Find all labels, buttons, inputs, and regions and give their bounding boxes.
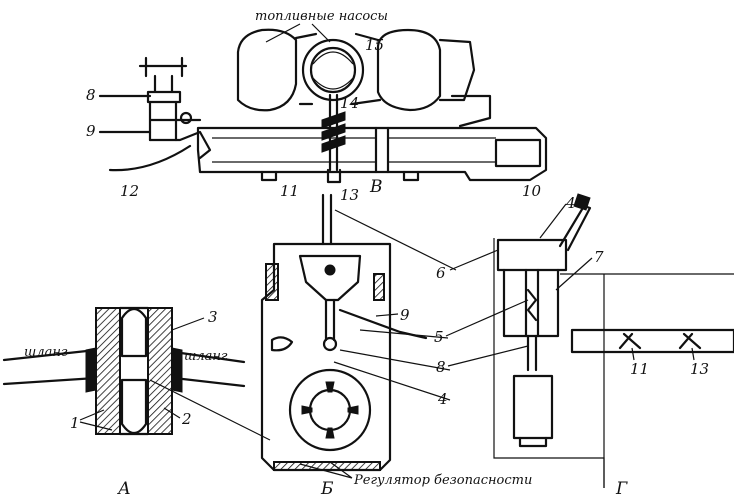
label-15: 15 [365, 36, 384, 54]
view-label-g: Г [615, 479, 628, 499]
left-pump-housing [236, 28, 298, 112]
label-7: 7 [594, 248, 604, 266]
actuator-handle [558, 204, 592, 252]
caption-shaft-left: шланг [24, 345, 68, 360]
shaft-right [172, 350, 246, 388]
caption-regulator: Регулятор безопасности [353, 473, 532, 488]
caption-fuel-pumps: топливные насосы [255, 9, 388, 24]
view-label-a: А [117, 479, 131, 499]
label-12: 12 [120, 182, 139, 200]
view-v-fuel-pumps: топливные насосы 15 14 13 В 10 11 12 8 9 [86, 9, 548, 204]
right-rail [570, 328, 734, 354]
pump-side-block [438, 38, 476, 102]
label-5: 5 [434, 328, 444, 346]
coupling-left-wall [95, 307, 121, 435]
rail-feet [260, 170, 420, 182]
label-11-right: 11 [630, 360, 649, 378]
label-8-center: 8 [436, 358, 446, 376]
frame-outline-right [560, 273, 734, 488]
label-9-top: 9 [86, 122, 96, 140]
label-1: 1 [70, 414, 80, 432]
rotor-disk [288, 368, 372, 452]
rotor-teeth [301, 381, 359, 439]
coupling-right-wall [147, 307, 173, 435]
shaft-left [2, 348, 98, 386]
rail-end-box [494, 138, 542, 168]
control-rail [196, 126, 548, 182]
label-10: 10 [522, 182, 542, 200]
governor-spindle [324, 298, 336, 342]
spindle-gear-teeth [321, 111, 346, 153]
actuator-spring [526, 288, 538, 322]
label-8-top: 8 [86, 86, 96, 104]
label-13-top: 13 [340, 186, 359, 204]
label-4: 4 [565, 194, 576, 212]
lever-12 [108, 144, 192, 172]
label-14: 14 [340, 94, 359, 112]
view-a-coupling: шланг шланг 3 1 2 А [2, 306, 246, 499]
flyweight-head [298, 254, 362, 302]
coupling-piston-top [120, 307, 148, 358]
center-pump-ring [301, 38, 365, 102]
rod-13 [321, 193, 333, 246]
label-9-center: 9 [400, 306, 410, 324]
view-label-v: В [369, 177, 383, 197]
center-pump-inner [309, 46, 357, 94]
rail-gap [374, 126, 390, 174]
actuator-motor [512, 374, 554, 440]
coupling-piston-bottom [120, 378, 148, 435]
right-pump-housing [376, 28, 442, 112]
view-g-actuator: 4 7 6 5 8 4 11 13 Г [434, 193, 734, 499]
label-13-right: 13 [690, 360, 709, 378]
label-2: 2 [181, 410, 192, 428]
caption-shaft-right: шланг [184, 349, 228, 364]
actuator-body [502, 268, 560, 338]
label-3: 3 [208, 308, 218, 326]
handwheel-top [138, 56, 188, 78]
governor-lever [338, 308, 428, 340]
view-label-b: Б [320, 479, 334, 499]
actuator-top-block [496, 238, 568, 272]
right-rail-cross [618, 332, 702, 350]
label-4-lower: 4 [437, 390, 448, 408]
frame-outline-left [493, 238, 605, 488]
label-11-top: 11 [280, 182, 299, 200]
view-b-regulator: 9 Регулятор безопасности Б [149, 193, 532, 499]
label-6: 6 [436, 264, 446, 282]
